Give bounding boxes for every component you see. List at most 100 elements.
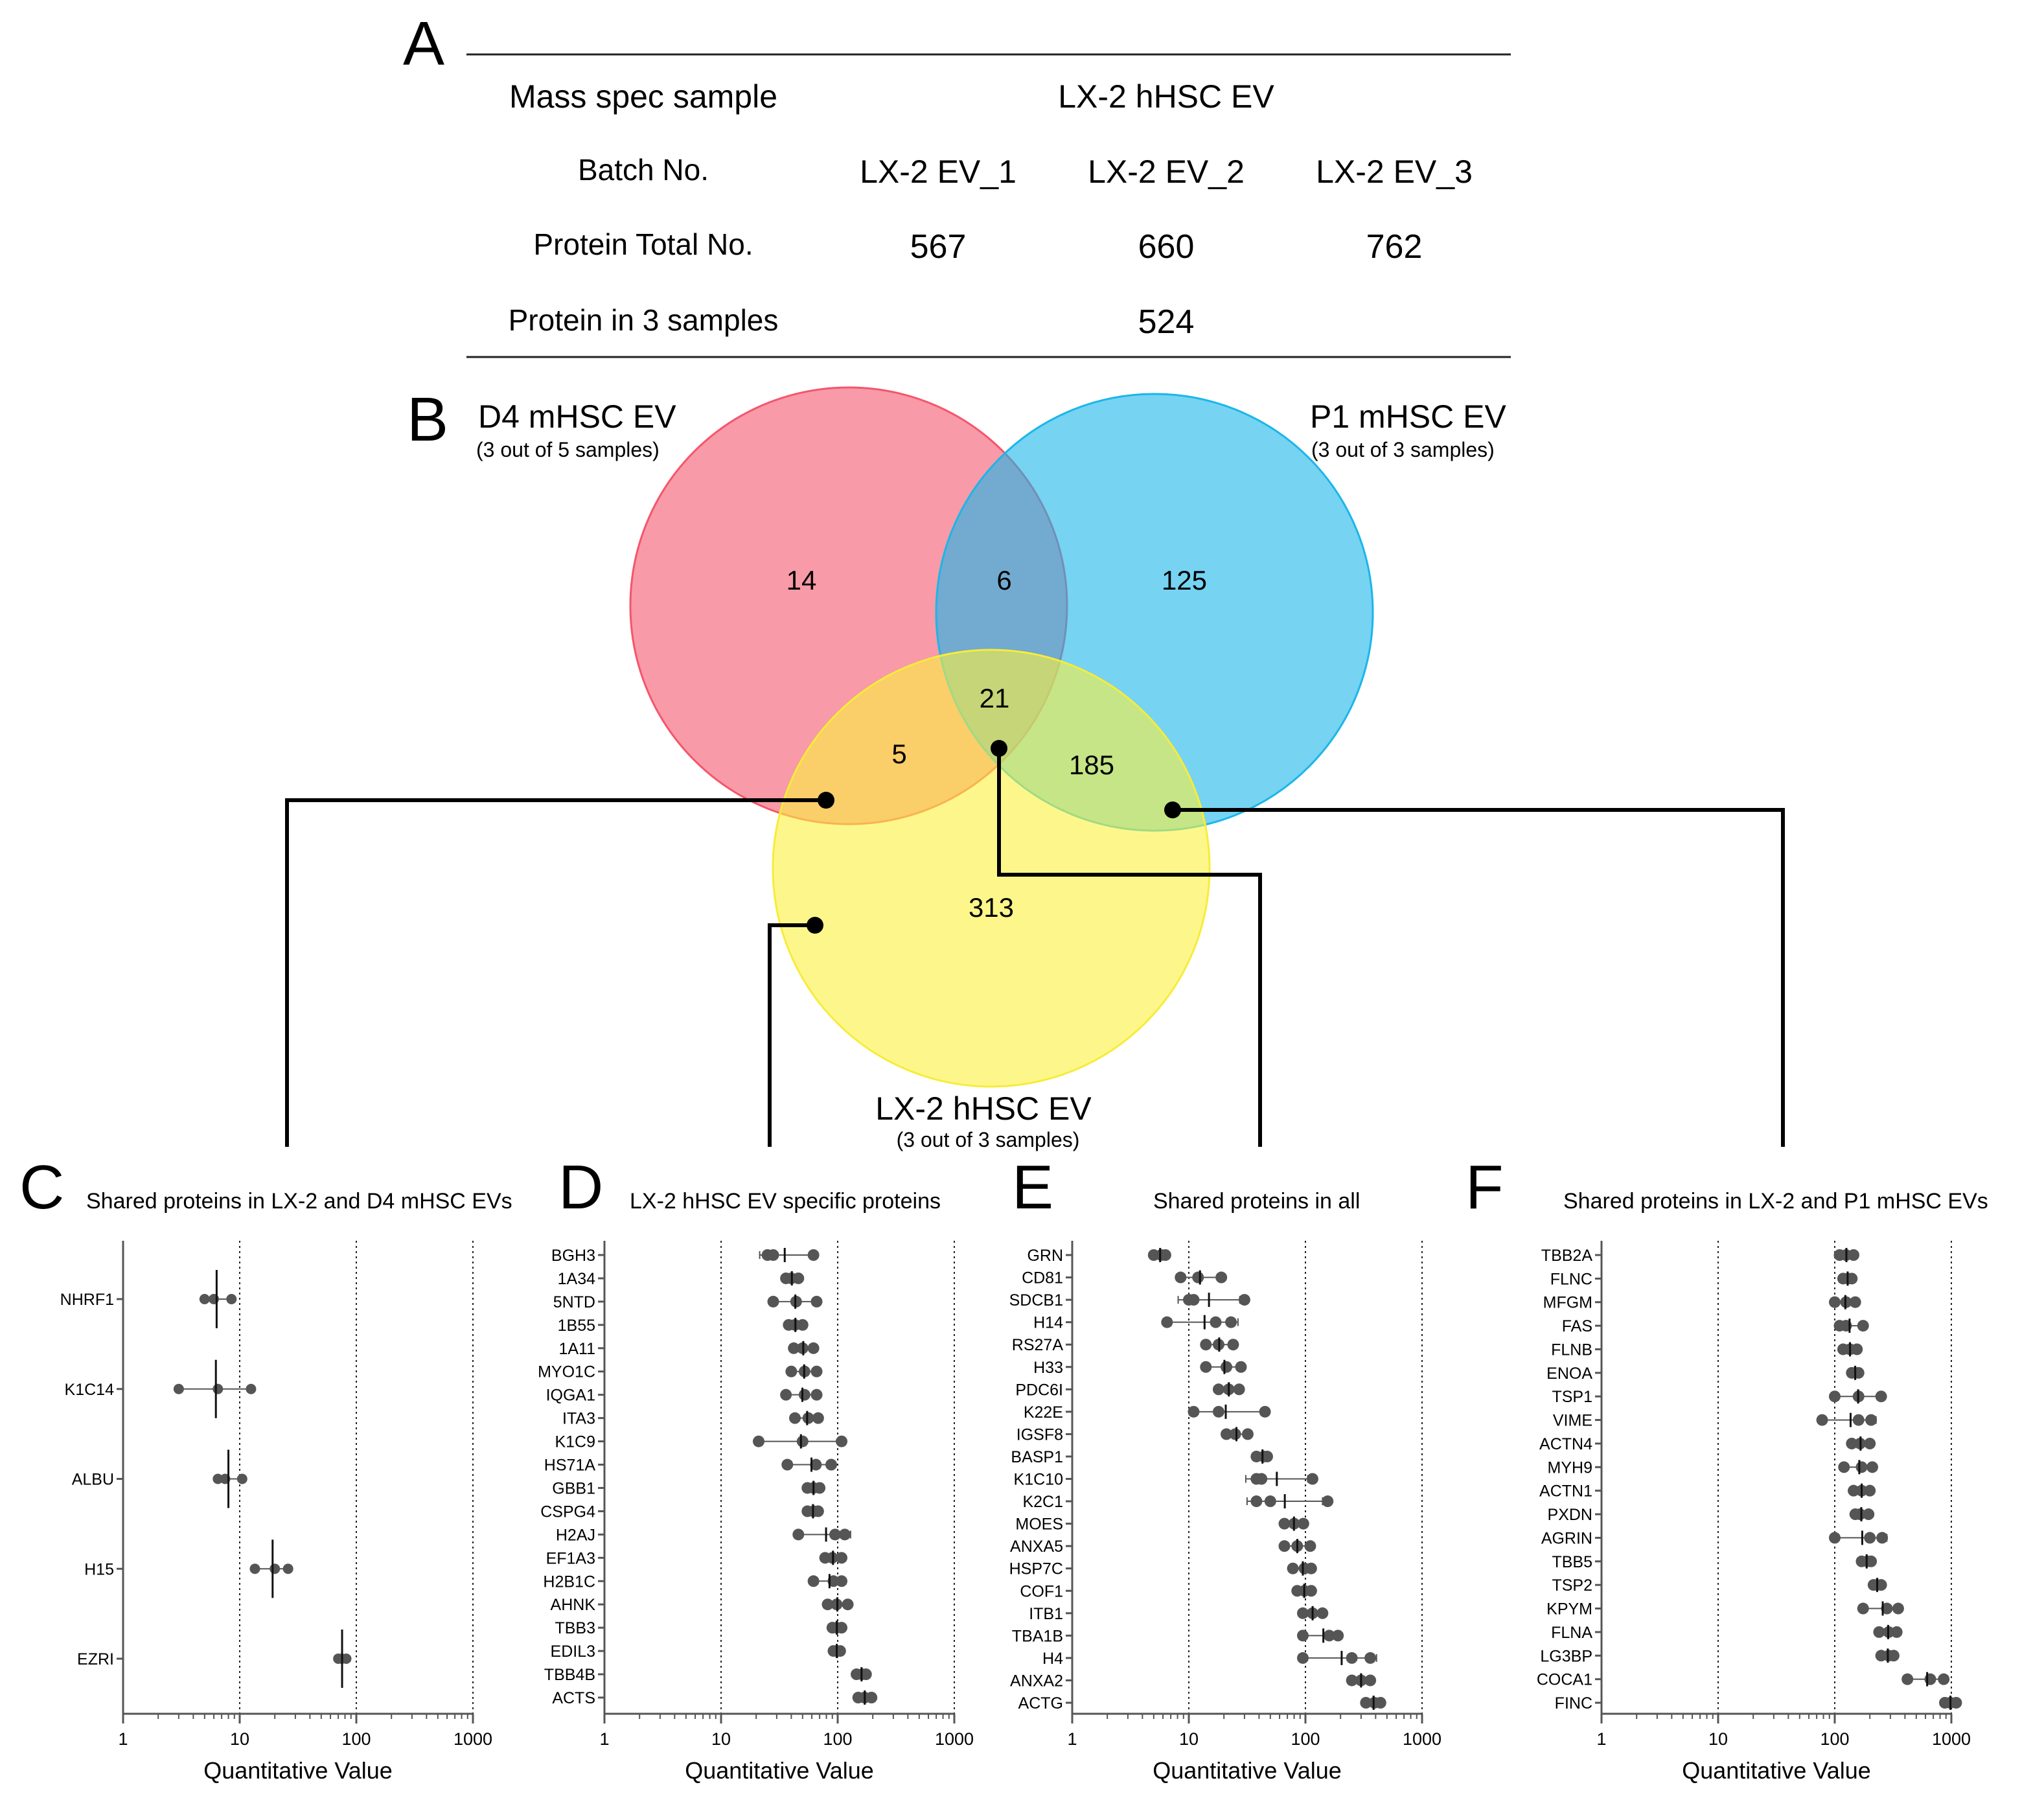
- x-axis-label: Quantitative Value: [685, 1757, 874, 1784]
- data-point: [1200, 1339, 1212, 1351]
- data-point: [1305, 1585, 1317, 1597]
- data-point: [1901, 1673, 1914, 1685]
- data-point: [1857, 1320, 1869, 1332]
- data-point: [802, 1412, 814, 1424]
- data-point: [1225, 1316, 1237, 1328]
- category-label: NHRF1: [60, 1291, 114, 1309]
- category-label: ANXA2: [1010, 1672, 1063, 1690]
- plot-title: Shared proteins in LX-2 and D4 mHSC EVs: [86, 1189, 512, 1214]
- data-point: [1857, 1602, 1869, 1615]
- category-label: FLNC: [1550, 1270, 1592, 1288]
- data-point: [1264, 1495, 1276, 1508]
- panel-letter-c: C: [19, 1153, 64, 1222]
- data-point: [1215, 1271, 1228, 1284]
- panel-letter-a: A: [403, 9, 444, 78]
- data-point: [341, 1654, 352, 1664]
- category-label: COF1: [1020, 1582, 1063, 1600]
- data-point: [1287, 1562, 1299, 1574]
- category-label: H4: [1042, 1650, 1063, 1668]
- x-tick-label: 10: [1708, 1729, 1728, 1749]
- data-point: [1364, 1652, 1377, 1664]
- data-point: [1374, 1697, 1386, 1709]
- x-tick-label: 100: [341, 1729, 371, 1749]
- table-batch-label: Batch No.: [578, 153, 709, 187]
- category-label: AHNK: [551, 1596, 596, 1614]
- venn-title-lx2: LX-2 hHSC EV: [875, 1090, 1092, 1127]
- data-point: [1854, 1508, 1866, 1521]
- data-point: [1210, 1316, 1222, 1328]
- data-point: [1261, 1450, 1273, 1462]
- venn-region-d4-only: 14: [787, 565, 817, 595]
- category-label: ACTG: [1018, 1694, 1063, 1712]
- venn-region-p1-lx2: 185: [1069, 750, 1114, 780]
- x-tick-label: 1: [1596, 1729, 1606, 1749]
- data-point: [282, 1563, 293, 1574]
- x-tick-label: 10: [1179, 1729, 1199, 1749]
- category-label: EZRI: [77, 1650, 114, 1668]
- data-point: [1887, 1650, 1900, 1662]
- panel-c: C Shared proteins in LX-2 and D4 mHSC EVs…: [19, 1153, 512, 1784]
- data-point: [1235, 1361, 1247, 1373]
- data-point: [1306, 1473, 1318, 1485]
- data-point: [1233, 1383, 1245, 1396]
- data-point: [1846, 1273, 1858, 1285]
- x-tick-label: 10: [230, 1729, 249, 1749]
- data-point: [1864, 1532, 1876, 1544]
- data-point: [1316, 1607, 1329, 1619]
- category-label: ACTN4: [1539, 1435, 1592, 1453]
- x-axis-label: Quantitative Value: [203, 1757, 393, 1784]
- data-point: [1346, 1674, 1358, 1687]
- category-label: K22E: [1024, 1403, 1063, 1422]
- category-label: MFGM: [1543, 1294, 1592, 1312]
- data-point: [226, 1294, 237, 1304]
- category-label: ITA3: [562, 1410, 595, 1428]
- category-label: CSPG4: [540, 1503, 595, 1521]
- venn-subtitle-lx2: (3 out of 3 samples): [897, 1128, 1080, 1151]
- x-tick-label: 100: [823, 1729, 852, 1749]
- category-label: AGRIN: [1541, 1529, 1592, 1547]
- x-tick-label: 100: [1820, 1729, 1849, 1749]
- data-point: [1227, 1339, 1239, 1351]
- data-point: [1852, 1414, 1865, 1426]
- data-point: [1296, 1652, 1309, 1664]
- data-point: [1873, 1626, 1885, 1638]
- data-point: [792, 1528, 805, 1541]
- table-a: A Mass spec sample LX-2 hHSC EV Batch No…: [403, 9, 1511, 358]
- connector-dot-e: [991, 740, 1007, 757]
- venn-region-all: 21: [980, 683, 1010, 713]
- x-tick-label: 1000: [454, 1729, 492, 1749]
- data-point: [860, 1668, 872, 1681]
- data-point: [1188, 1405, 1200, 1418]
- category-label: PDC6I: [1015, 1381, 1063, 1399]
- data-point: [1322, 1495, 1334, 1508]
- table-sample-label: Mass spec sample: [509, 78, 777, 115]
- table-total-1: 567: [910, 228, 967, 266]
- category-label: H15: [84, 1560, 114, 1578]
- data-point: [812, 1505, 824, 1517]
- data-point: [1296, 1607, 1309, 1619]
- data-point: [752, 1435, 764, 1447]
- data-point: [199, 1294, 210, 1304]
- data-point: [1161, 1316, 1173, 1328]
- dot-plots: C Shared proteins in LX-2 and D4 mHSC EVs…: [19, 1153, 1988, 1784]
- data-point: [1892, 1602, 1904, 1615]
- data-point: [1278, 1517, 1291, 1530]
- x-tick-label: 10: [711, 1729, 731, 1749]
- table-total-3: 762: [1366, 228, 1423, 266]
- data-point: [1865, 1414, 1877, 1426]
- data-point: [812, 1412, 824, 1424]
- data-point: [1229, 1428, 1241, 1440]
- data-point: [1296, 1630, 1309, 1642]
- data-point: [1200, 1361, 1212, 1373]
- data-point: [780, 1389, 792, 1401]
- data-point: [796, 1435, 809, 1447]
- data-point: [249, 1563, 260, 1574]
- category-label: PXDN: [1548, 1506, 1592, 1524]
- venn-b: B D4 mHSC EV (3 out of 5 samples) P1 mHS…: [285, 385, 1785, 1151]
- data-point: [807, 1342, 820, 1354]
- category-label: ITB1: [1029, 1605, 1063, 1623]
- venn-subtitle-p1: (3 out of 3 samples): [1311, 438, 1495, 461]
- data-point: [836, 1622, 848, 1634]
- data-point: [1192, 1271, 1204, 1284]
